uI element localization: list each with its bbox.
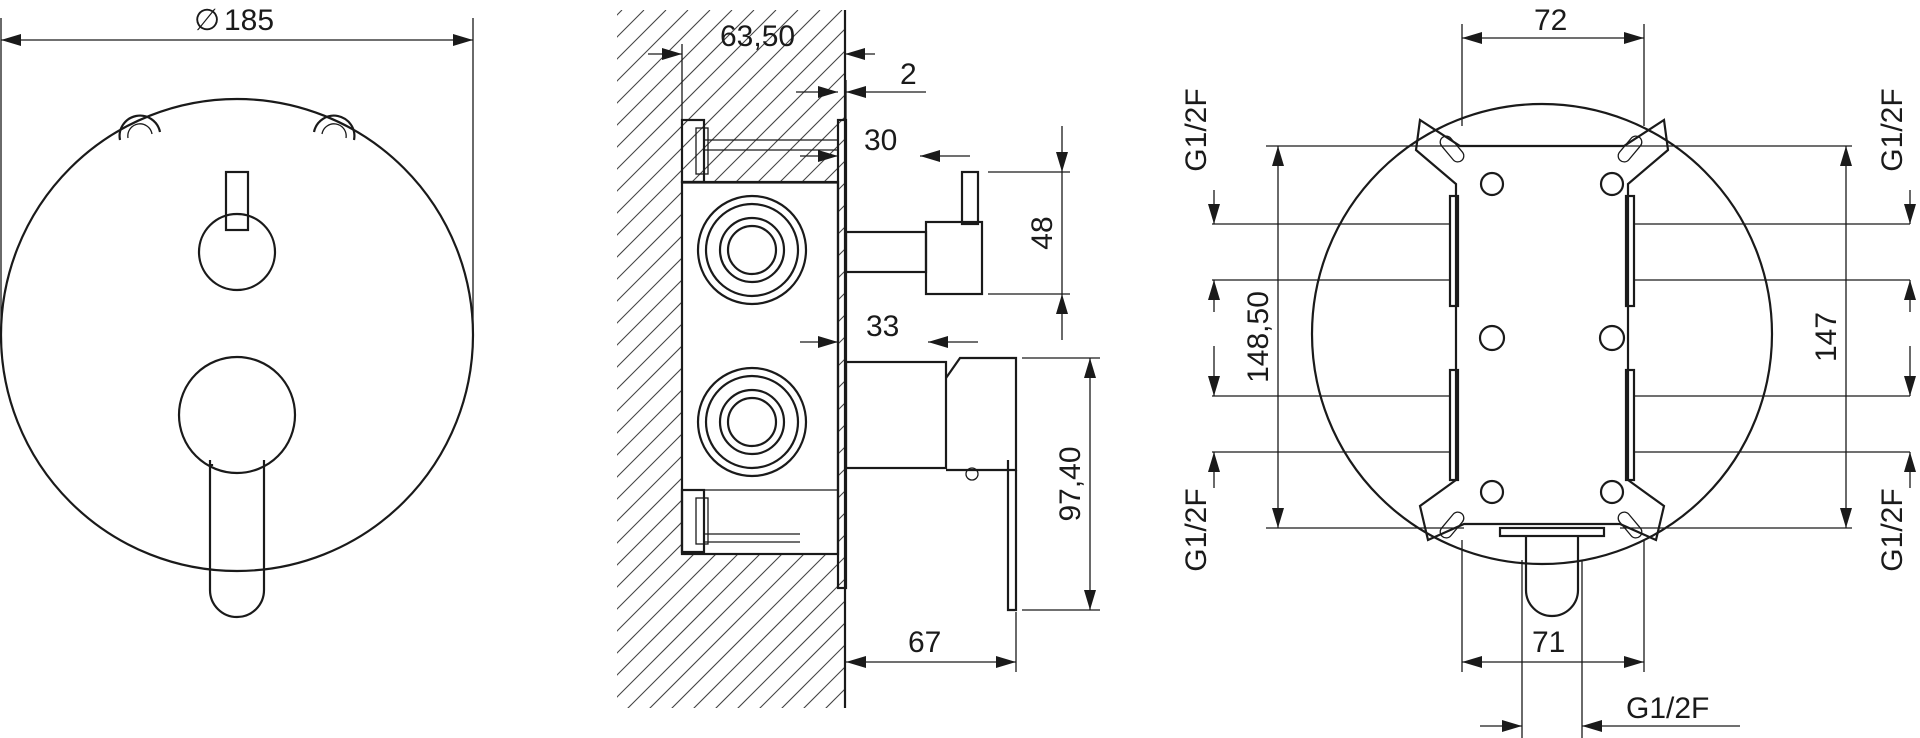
hatch-line: [627, 490, 845, 708]
hatch-line: [617, 182, 845, 412]
mixer-body: [680, 180, 840, 556]
lower-valve-port: [696, 366, 808, 478]
hatch-line: [617, 468, 845, 698]
hatch-line: [617, 10, 711, 104]
dim-outer-height: 147: [1810, 146, 1852, 528]
hatch-line: [759, 622, 845, 708]
lever-side: [844, 356, 1018, 612]
hatch-line: [617, 50, 845, 280]
hatch-line: [781, 644, 845, 708]
dim-lever-projection-label: 67: [908, 626, 941, 659]
hatch-line: [617, 10, 689, 82]
dim-gap-label: 2: [900, 58, 917, 91]
dim-inner-height-label: 148,50: [1242, 291, 1275, 383]
mounting-bracket-top: [680, 118, 838, 184]
thread-label-upper-right: G1/2F: [1876, 88, 1909, 171]
diameter-symbol: ∅: [194, 4, 220, 37]
right-port-dims: G1/2F G1/2F: [1876, 88, 1916, 572]
left-port-dims: G1/2F G1/2F: [1180, 88, 1220, 572]
hatch-line: [617, 28, 845, 258]
hatch-line: [803, 666, 845, 708]
dim-bottom-width: 71: [1461, 540, 1645, 672]
extension-lines: [1212, 145, 1910, 529]
dim-depth: 63,50: [648, 20, 875, 120]
thread-label-lower-right: G1/2F: [1876, 488, 1909, 571]
dim-lever-projection: 67: [846, 612, 1017, 672]
rear-view: 72 71 G1/2F 148,50: [1180, 4, 1916, 738]
upper-valve-port: [696, 194, 808, 306]
cover-plate-side: [836, 118, 848, 590]
slot-holes: [1439, 135, 1643, 539]
hatch-line: [617, 10, 843, 236]
hatch-line: [890, 10, 1590, 710]
hatch-line: [0, 10, 600, 710]
hatch-line: [617, 10, 623, 16]
dim-upper-spout-label: 30: [864, 124, 897, 157]
dim-lower-spout-label: 33: [866, 310, 899, 343]
hatch-line: [617, 72, 845, 302]
mixer-lever: [177, 355, 297, 619]
dim-bottom-width-label: 71: [1532, 626, 1565, 659]
hatch-line: [617, 138, 845, 368]
hatch-line: [617, 94, 845, 324]
frame-holes: [1478, 171, 1626, 505]
thread-label-lower-left: G1/2F: [1180, 488, 1213, 571]
dim-diameter: ∅ 185: [0, 4, 474, 330]
dim-spout-height: 48: [988, 126, 1070, 340]
mounting-frame: [1414, 118, 1670, 618]
thread-label-upper-left: G1/2F: [1180, 88, 1213, 171]
dim-top-width: 72: [1461, 4, 1645, 126]
hatch-line: [617, 424, 845, 654]
dim-upper-spout: 30: [800, 124, 970, 162]
mounting-bracket-bottom: [680, 488, 800, 554]
cover-plate: [0, 97, 475, 573]
side-view: 63,50 2 30 48: [0, 10, 1590, 710]
hatch-line: [649, 512, 845, 708]
dim-lever-height-label: 97,40: [1054, 446, 1087, 521]
front-view: ∅ 185: [0, 4, 475, 619]
hatch-line: [825, 688, 845, 708]
dim-inner-height: 148,50: [1242, 146, 1284, 528]
hatch-line: [737, 600, 845, 708]
hatch-line: [617, 402, 845, 632]
hatch-line: [617, 10, 755, 148]
dim-diameter-label: 185: [224, 4, 274, 37]
diverter-knob-side: [844, 170, 984, 296]
dim-top-width-label: 72: [1534, 4, 1567, 37]
hatch-line: [617, 160, 845, 390]
hatch-line: [617, 10, 777, 170]
hatch-line: [617, 446, 845, 676]
mounting-lug-right: [312, 114, 356, 141]
hatch-line: [617, 380, 845, 610]
dim-outlet-thread: G1/2F: [1480, 560, 1740, 738]
housing-outline: [1310, 102, 1774, 566]
dim-gap: 2: [796, 58, 926, 120]
outlet-thread-label: G1/2F: [1626, 692, 1709, 725]
dim-outer-height-label: 147: [1810, 312, 1843, 362]
hatch-line: [693, 556, 845, 708]
dim-spout-height-label: 48: [1026, 216, 1059, 249]
dim-depth-label: 63,50: [720, 20, 795, 53]
dim-lever-height: 97,40: [1022, 357, 1100, 611]
mounting-lug-left: [118, 114, 162, 141]
hatch-line: [868, 10, 1568, 710]
dim-lower-spout: 33: [800, 310, 978, 348]
hatch-line: [715, 578, 845, 708]
diverter-knob: [197, 170, 277, 292]
hatch-line: [671, 534, 845, 708]
hatch-line: [617, 116, 845, 346]
inlet-ports: [1448, 194, 1636, 482]
